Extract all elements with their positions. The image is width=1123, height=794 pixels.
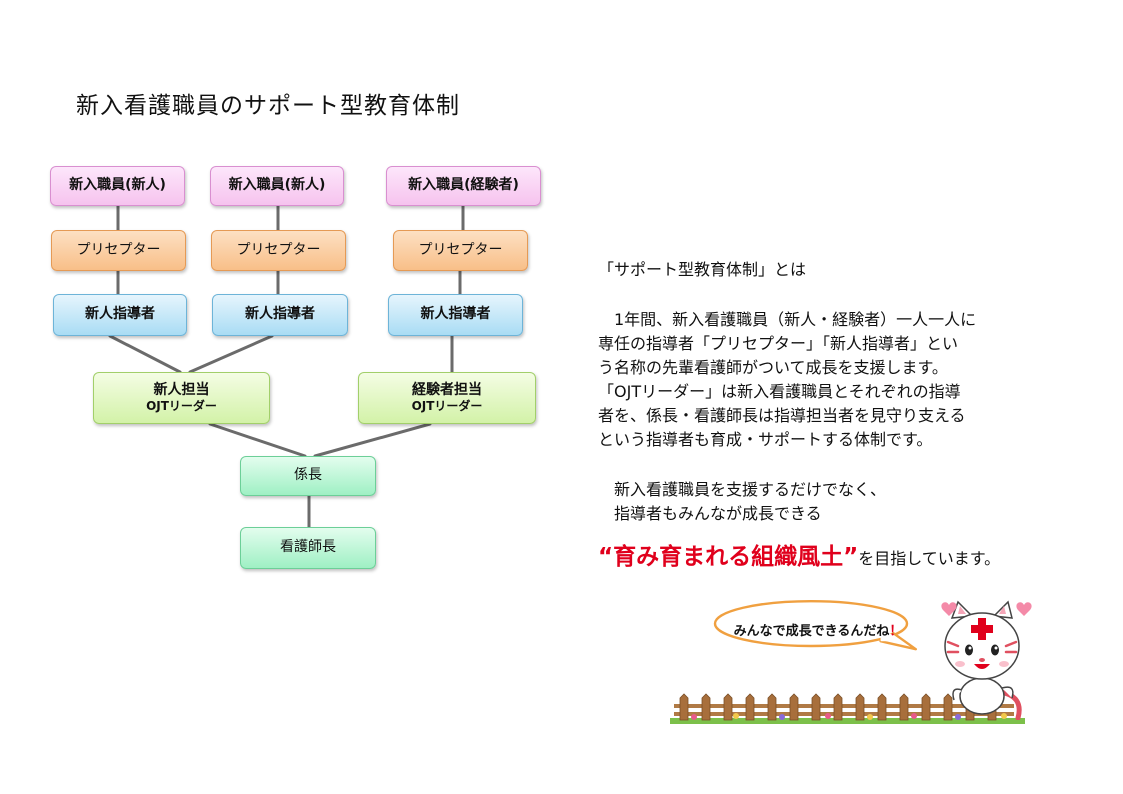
description-line: 1年間、新入看護職員（新人・経験者）一人一人に bbox=[598, 310, 977, 329]
node-label: 新人指導者 bbox=[85, 306, 155, 323]
node-label: 新入職員(経験者) bbox=[408, 177, 519, 194]
node-label: プリセプター bbox=[418, 241, 503, 258]
description-line: 専任の指導者「プリセプター」「新人指導者」とい bbox=[598, 334, 959, 353]
head-nurse-node: 看護師長 bbox=[240, 527, 376, 569]
description-line: 「OJTリーダー」は新入看護職員とそれぞれの指導 bbox=[598, 382, 961, 401]
motto: “育み育まれる組織風土” bbox=[598, 544, 859, 570]
ojt-leader-node-new: 新人担当 OJTリーダー bbox=[93, 372, 270, 424]
node-label: 新人指導者 bbox=[420, 306, 491, 323]
closing-line: 指導者もみんなが成長できる bbox=[598, 504, 822, 523]
description: 「サポート型教育体制」とは 1年間、新入看護職員（新人・経験者）一人一人に 専任… bbox=[598, 258, 976, 526]
speech-exclamation: ！ bbox=[889, 624, 903, 639]
node-label: 看護師長 bbox=[280, 539, 336, 556]
description-line: という指導者も育成・サポートする体制です。 bbox=[598, 430, 933, 449]
speech-text: みんなで成長できるんだね bbox=[733, 624, 890, 639]
newcomer-node-2: 新入職員(新人) bbox=[210, 166, 344, 206]
instructor-node-3: 新人指導者 bbox=[388, 294, 523, 336]
motto-suffix: を目指しています。 bbox=[858, 549, 1001, 568]
page-title: 新入看護職員のサポート型教育体制 bbox=[76, 93, 460, 119]
closing-line: 新入看護職員を支援するだけでなく、 bbox=[598, 480, 887, 499]
preceptor-node-2: プリセプター bbox=[211, 230, 346, 271]
node-sublabel: OJTリーダー bbox=[146, 399, 217, 414]
mascot-cat-icon bbox=[941, 600, 1032, 720]
instructor-node-2: 新人指導者 bbox=[212, 294, 348, 336]
description-line: う名称の先輩看護師がついて成長を支援します。 bbox=[598, 358, 948, 377]
node-label: 新人指導者 bbox=[245, 306, 315, 323]
preceptor-node-1: プリセプター bbox=[51, 230, 186, 271]
newcomer-node-1: 新入職員(新人) bbox=[50, 166, 185, 206]
node-sublabel: OJTリーダー bbox=[411, 399, 483, 414]
node-label: 経験者担当 bbox=[412, 381, 482, 398]
fence-icon bbox=[670, 693, 1025, 724]
speech-bubble-text: みんなで成長できるんだね！ bbox=[718, 620, 918, 639]
node-label: 新入職員(新人) bbox=[69, 177, 166, 194]
node-label: プリセプター bbox=[76, 241, 161, 258]
preceptor-node-3: プリセプター bbox=[393, 230, 528, 271]
speech-bubble-icon bbox=[713, 600, 917, 651]
chief-node: 係長 bbox=[240, 456, 376, 496]
motto-line: “育み育まれる組織風土”を目指しています。 bbox=[598, 537, 1000, 571]
description-line: 者を、係長・看護師長は指導担当者を見守り支える bbox=[598, 406, 966, 425]
newcomer-node-3: 新入職員(経験者) bbox=[386, 166, 541, 206]
instructor-node-1: 新人指導者 bbox=[53, 294, 187, 336]
ojt-leader-node-experienced: 経験者担当 OJTリーダー bbox=[358, 372, 536, 424]
node-label: 新人担当 bbox=[153, 381, 210, 398]
node-label: プリセプター bbox=[236, 241, 321, 258]
description-heading: 「サポート型教育体制」とは bbox=[598, 260, 807, 279]
node-label: 係長 bbox=[294, 467, 322, 484]
node-label: 新入職員(新人) bbox=[228, 177, 326, 194]
